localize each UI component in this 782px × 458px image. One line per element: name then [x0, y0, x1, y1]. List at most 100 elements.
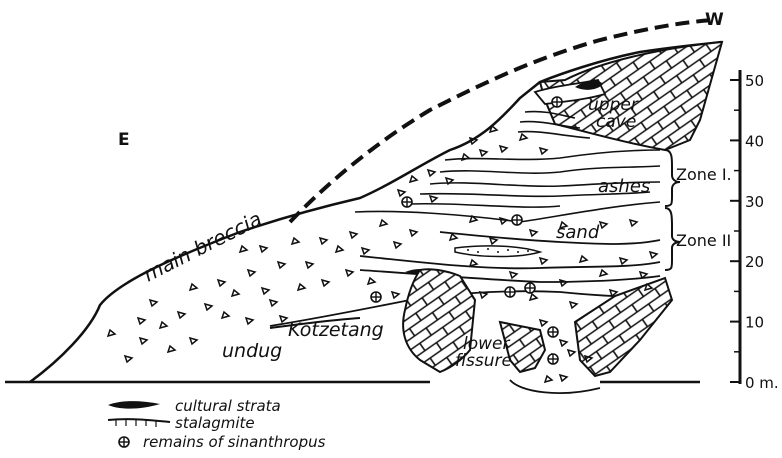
breccia-fragment	[398, 190, 405, 196]
breccia-fragment	[278, 262, 285, 268]
sinanthropus-find-marker	[552, 97, 562, 107]
breccia-fragment	[580, 256, 587, 262]
breccia-fragment	[260, 246, 267, 252]
breccia-fragment	[205, 304, 212, 310]
legend-sinanthropus-label: remains of sinanthropus	[143, 433, 326, 451]
breccia-fragment	[350, 232, 357, 238]
breccia-fragment	[190, 338, 197, 344]
breccia-fragment	[430, 196, 437, 202]
breccia-fragment	[560, 340, 567, 346]
label-lower-fissure-2: fissure	[455, 351, 512, 371]
legend-cultural-strata-symbol	[108, 401, 160, 409]
scale-tick-label: 20	[745, 253, 764, 271]
legend-stalagmite-symbol	[108, 419, 170, 422]
sinanthropus-find-marker	[402, 197, 412, 207]
sinanthropus-find-marker	[512, 215, 522, 225]
legend: cultural strata stalagmite remains of si…	[108, 397, 326, 451]
breccia-fragment	[298, 284, 305, 290]
breccia-fragment	[570, 302, 577, 308]
breccia-fragment	[306, 262, 313, 268]
breccia-fragment	[620, 258, 627, 264]
breccia-fragment	[138, 318, 145, 324]
label-main-breccia: main breccia	[139, 206, 265, 286]
sinanthropus-find-marker	[371, 292, 381, 302]
scale-tick-label: 40	[745, 132, 764, 150]
breccia-fragment	[540, 148, 547, 154]
breccia-fragment	[530, 230, 537, 236]
label-sand: sand	[556, 222, 600, 243]
sinanthropus-find-marker	[505, 287, 515, 297]
breccia-fragment	[540, 258, 547, 264]
breccia-fragment	[510, 272, 517, 278]
breccia-fragment	[262, 288, 269, 294]
breccia-fragment	[125, 356, 132, 362]
label-kotzetang: Kotzetang	[288, 319, 384, 341]
breccia-fragment	[280, 316, 287, 322]
breccia-fragment	[540, 320, 547, 326]
breccia-fragment	[270, 300, 277, 306]
sinanthropus-find-marker	[548, 354, 558, 364]
sinanthropus-find-marker	[525, 283, 535, 293]
breccia-fragment	[428, 170, 435, 176]
breccia-fragment	[160, 322, 167, 328]
breccia-fragment	[630, 220, 637, 226]
breccia-fragment	[394, 242, 401, 248]
breccia-fragment	[410, 230, 417, 236]
label-west: W	[705, 10, 724, 30]
label-upper-cave-2: cave	[596, 112, 636, 132]
breccia-fragment	[568, 350, 575, 356]
breccia-fragment	[392, 292, 399, 298]
breccia-fragment	[600, 270, 607, 276]
breccia-fragment	[178, 312, 185, 318]
breccia-fragment	[490, 238, 497, 244]
breccia-fragment	[140, 338, 147, 344]
breccia-fragment	[222, 312, 229, 318]
breccia-fragment	[108, 330, 115, 336]
breccia-fragment	[520, 134, 527, 140]
breccia-fragment	[500, 218, 507, 224]
breccia-fragment	[336, 246, 343, 252]
breccia-fragment	[545, 376, 552, 382]
lower-fissure-bottom	[510, 380, 600, 393]
breccia-fragment	[480, 150, 487, 156]
breccia-fragment	[346, 270, 353, 276]
scale-tick-label: 30	[745, 193, 764, 211]
breccia-fragment	[150, 300, 157, 306]
breccia-fragment	[320, 238, 327, 244]
breccia-fragment	[560, 280, 567, 286]
label-undug: undug	[222, 340, 282, 362]
scale-tick-label: 0 m.	[745, 374, 779, 392]
legend-cultural-strata-label: cultural strata	[175, 397, 281, 415]
breccia-fragment	[190, 284, 197, 290]
label-east: E	[118, 130, 130, 150]
breccia-fragment	[248, 270, 255, 276]
breccia-fragment	[560, 375, 567, 381]
legend-sinanthropus-symbol	[119, 437, 129, 447]
sinanthropus-find-marker	[548, 327, 558, 337]
breccia-fragment	[490, 126, 497, 132]
breccia-fragment	[368, 278, 375, 284]
breccia-fragment	[530, 294, 537, 300]
breccia-fragment	[362, 248, 369, 254]
breccia-fragment	[168, 346, 175, 352]
breccia-fragment	[470, 260, 477, 266]
scale-tick-label: 10	[745, 314, 764, 332]
label-zone-2: Zone II	[676, 231, 731, 250]
limestone-lower-right	[575, 278, 672, 376]
breccia-fragment	[292, 238, 299, 244]
breccia-fragment	[232, 290, 239, 296]
scale-tick-label: 50	[745, 72, 764, 90]
breccia-fragment	[650, 252, 657, 258]
breccia-fragment	[500, 146, 507, 152]
height-scale: 50 40 30 20 10 0 m.	[730, 70, 779, 392]
breccia-fragment	[600, 222, 607, 228]
legend-stalagmite-label: stalagmite	[175, 414, 255, 432]
label-zone-1: Zone I.	[676, 165, 732, 184]
breccia-fragment	[240, 246, 247, 252]
breccia-fragment	[322, 280, 329, 286]
breccia-fragment	[380, 220, 387, 226]
breccia-fragment	[410, 176, 417, 182]
label-ashes: ashes	[598, 176, 650, 197]
breccia-fragment	[246, 318, 253, 324]
breccia-fragment	[218, 280, 225, 286]
